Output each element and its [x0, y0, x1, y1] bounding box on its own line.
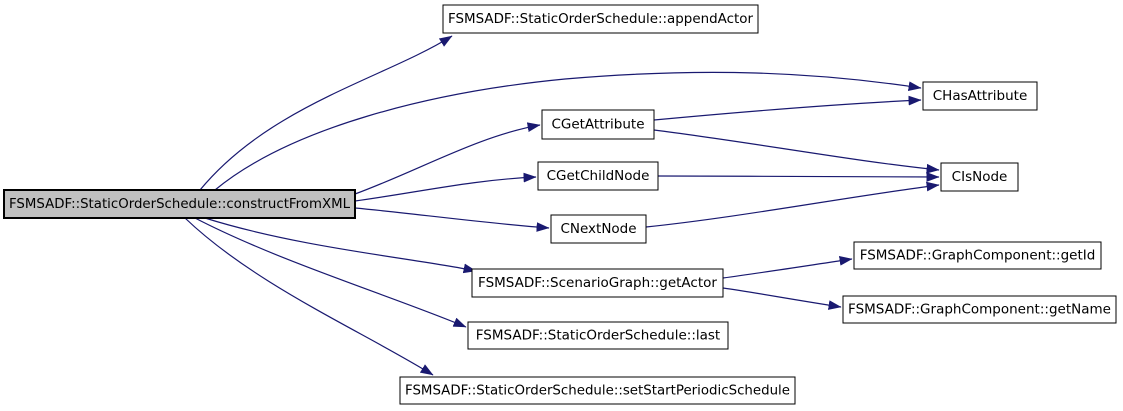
- graph-node-CGetAttribute[interactable]: CGetAttribute: [541, 109, 655, 140]
- node-label: CGetChildNode: [547, 168, 650, 184]
- graph-node-CHasAttribute[interactable]: CHasAttribute: [922, 81, 1038, 111]
- node-box: [550, 214, 647, 244]
- graph-node-setStartPeriodicSchedule[interactable]: FSMSADF::StaticOrderSchedule::setStartPe…: [399, 376, 796, 405]
- node-label: FSMSADF::GraphComponent::getId: [860, 248, 1096, 264]
- node-box: [442, 4, 759, 34]
- node-box: [541, 109, 655, 140]
- edge-CGetChildNode-to-CIsNode: [657, 172, 940, 182]
- edge-constructFromXML-to-getActor: [204, 217, 477, 274]
- graph-node-CGetChildNode[interactable]: CGetChildNode: [537, 161, 659, 191]
- node-label: FSMSADF::GraphComponent::getName: [848, 302, 1111, 318]
- edge-constructFromXML-to-appendActor: [199, 35, 453, 191]
- node-label: CGetAttribute: [551, 117, 644, 133]
- node-box: [842, 295, 1117, 324]
- edge-CGetAttribute-to-CIsNode: [653, 129, 940, 174]
- node-box: [399, 376, 796, 405]
- node-label: FSMSADF::StaticOrderSchedule::last: [476, 328, 720, 344]
- graph-node-last[interactable]: FSMSADF::StaticOrderSchedule::last: [467, 321, 729, 350]
- node-box: [940, 162, 1019, 192]
- graph-node-getId[interactable]: FSMSADF::GraphComponent::getId: [853, 241, 1102, 270]
- node-box: [3, 189, 356, 219]
- node-label: FSMSADF::StaticOrderSchedule::appendActo…: [448, 11, 753, 27]
- edge-CGetAttribute-to-CHasAttribute: [653, 95, 922, 121]
- node-box: [467, 321, 729, 350]
- node-box: [537, 161, 659, 191]
- graph-node-constructFromXML[interactable]: FSMSADF::StaticOrderSchedule::constructF…: [3, 189, 356, 219]
- node-label: CHasAttribute: [933, 88, 1028, 104]
- node-box: [853, 241, 1102, 270]
- graph-node-appendActor[interactable]: FSMSADF::StaticOrderSchedule::appendActo…: [442, 4, 759, 34]
- edge-constructFromXML-to-CGetAttribute: [354, 122, 541, 195]
- graph-node-CNextNode[interactable]: CNextNode: [550, 214, 647, 244]
- graph-node-CIsNode[interactable]: CIsNode: [940, 162, 1019, 192]
- edge-constructFromXML-to-last: [194, 217, 467, 328]
- node-label: FSMSADF::StaticOrderSchedule::setStartPe…: [405, 383, 790, 399]
- edge-getActor-to-getName: [722, 287, 842, 310]
- edge-getActor-to-getId: [722, 256, 853, 279]
- node-box: [922, 81, 1038, 111]
- graph-node-getActor[interactable]: FSMSADF::ScenarioGraph::getActor: [471, 268, 724, 298]
- edge-constructFromXML-to-CGetChildNode: [354, 172, 537, 202]
- edge-constructFromXML-to-CNextNode: [354, 207, 550, 232]
- edge-CNextNode-to-CIsNode: [645, 181, 940, 228]
- graph-node-getName[interactable]: FSMSADF::GraphComponent::getName: [842, 295, 1117, 324]
- edge-constructFromXML-to-setStartPeriodicSchedule: [184, 217, 434, 376]
- node-label: FSMSADF::StaticOrderSchedule::constructF…: [9, 196, 350, 212]
- node-label: FSMSADF::ScenarioGraph::getActor: [478, 275, 717, 291]
- node-label: CNextNode: [560, 221, 636, 237]
- node-label: CIsNode: [952, 169, 1008, 185]
- edge-constructFromXML-to-CHasAttribute: [214, 71, 922, 191]
- node-box: [471, 268, 724, 298]
